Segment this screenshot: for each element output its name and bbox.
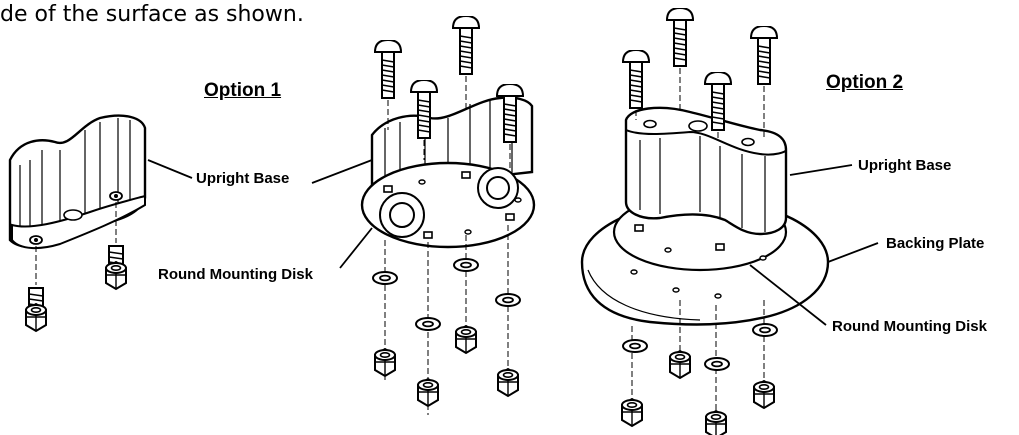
leader-upright-base-1 bbox=[147, 159, 193, 179]
leader-upright-base-1b bbox=[311, 159, 373, 184]
intro-text: de of the surface as shown. bbox=[0, 2, 304, 27]
option2-upright-base bbox=[624, 106, 788, 236]
option1-bolts bbox=[374, 16, 524, 170]
label-upright-base-1: Upright Base bbox=[196, 170, 290, 187]
option2-bolts bbox=[622, 8, 778, 140]
leader-upright-base-2 bbox=[789, 164, 853, 176]
option1-washers-nuts bbox=[372, 225, 521, 415]
hex-bolt-right bbox=[105, 245, 127, 290]
hex-bolt-left bbox=[25, 287, 47, 332]
label-backing-plate: Backing Plate bbox=[886, 235, 985, 252]
leader-backing-plate bbox=[827, 242, 879, 263]
option1-title: Option 1 bbox=[204, 80, 282, 101]
leader-round-disk-1 bbox=[339, 227, 373, 269]
option1-left-hardware bbox=[25, 202, 127, 332]
option2-washers-nuts bbox=[621, 300, 778, 435]
label-round-mounting-disk-1: Round Mounting Disk bbox=[158, 266, 313, 283]
upright-base-bottom-view bbox=[8, 114, 147, 250]
label-upright-base-2: Upright Base bbox=[858, 157, 952, 174]
option1-mounting-disk bbox=[360, 161, 536, 249]
leader-round-disk-2 bbox=[749, 264, 827, 326]
label-round-mounting-disk-2: Round Mounting Disk bbox=[832, 318, 987, 335]
option2-title: Option 2 bbox=[826, 72, 904, 93]
